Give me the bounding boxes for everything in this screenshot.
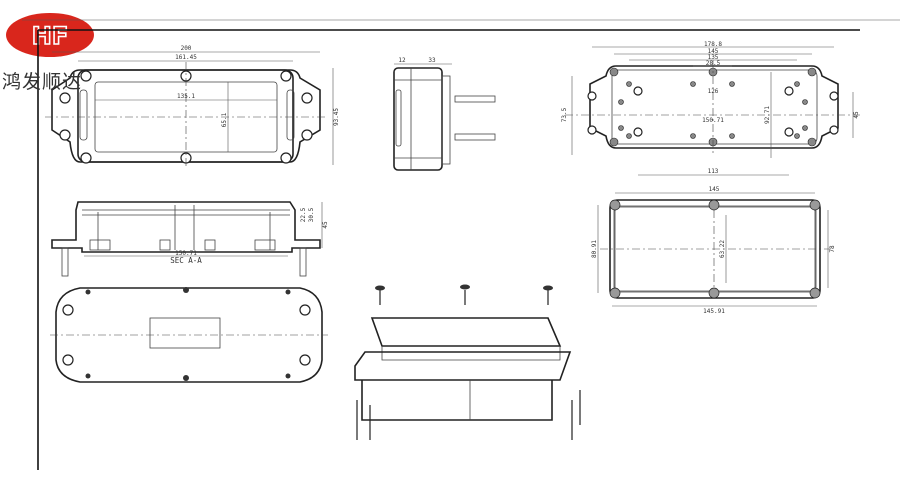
section-title: SEC A-A [170, 256, 202, 265]
top-view: 200 161.45 135.1 65.1 93.45 [45, 45, 340, 168]
dim-inner-height: 65.1 [221, 112, 228, 127]
dim-lid-right: 78 [829, 245, 836, 253]
section-view: 150.71 SEC A-A 45 22.5 30.5 [51, 201, 329, 277]
dim-section-width: 150.71 [175, 250, 197, 257]
dim-bottom-right: 45 [853, 111, 860, 119]
dim-inner: 135.1 [177, 93, 195, 100]
dim-bottom-28: 28.5 [706, 60, 721, 67]
dim-lid-bottom: 145.91 [703, 308, 725, 315]
dim-lid-mid: 63.22 [719, 240, 726, 258]
dim-bottom-height: 92.71 [764, 106, 771, 124]
dim-bottom-left: 73.5 [561, 107, 568, 122]
exploded-view [354, 284, 581, 440]
dim-bottom-150: 150.71 [702, 117, 724, 124]
dim-height: 93.45 [333, 108, 340, 126]
dim-body: 33 [428, 57, 436, 64]
dim-flange: 161.45 [175, 54, 197, 61]
dim-section-b: 30.5 [308, 207, 315, 222]
dim-lid: 12 [398, 57, 406, 64]
dim-lid-left: 80.91 [591, 240, 598, 258]
lid-view: 145 145.91 80.91 63.22 78 [591, 186, 836, 315]
side-view: 12 33 [393, 57, 496, 171]
dim-bottom-126: 126 [708, 88, 719, 95]
dim-bottom-113: 113 [708, 168, 719, 175]
hf-logo: HF [6, 13, 94, 57]
brand-name: 鸿发顺达 [2, 71, 83, 93]
bottom-view: 178.8 145 135 28.5 126 150.71 113 92.71 … [561, 41, 860, 176]
dim-bottom-overall: 178.8 [704, 41, 722, 48]
dim-bottom-135: 135 [708, 54, 719, 61]
dim-lid-top: 145 [709, 186, 720, 193]
underside-view [50, 287, 328, 383]
dim-overall: 200 [181, 45, 192, 52]
dim-section-height: 45 [322, 221, 329, 229]
dim-section-a: 22.5 [300, 207, 307, 222]
dim-bottom-145: 145 [708, 48, 719, 55]
